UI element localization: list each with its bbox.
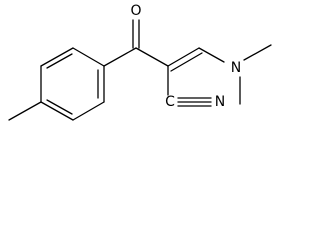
n-methyl-bond-1: [243, 44, 272, 61]
oxygen-label: O: [130, 3, 141, 19]
nitrile-nitrogen-label: N: [215, 94, 225, 110]
vinyl-nitrogen-bond: [198, 47, 225, 63]
ring-bond-2: [40, 47, 74, 67]
ring-bond-4: [40, 101, 74, 121]
aryl-carbonyl-bond: [103, 47, 137, 67]
ring-inner-double-1: [46, 53, 73, 69]
alkene-bond-a: [167, 47, 200, 67]
amine-nitrogen-label: N: [231, 60, 241, 76]
benzene-ring: [40, 47, 105, 121]
ring-bond-1: [72, 47, 105, 67]
alkene-bond-b: [170, 52, 203, 72]
carbonyl-alpha-bond: [135, 47, 169, 67]
ring-inner-double-2: [46, 99, 73, 115]
nitrile-carbon-label: C: [165, 94, 175, 110]
ring-bond-5: [72, 101, 105, 121]
methyl-bond: [8, 101, 42, 121]
chemical-structure-diagram: O N C N: [8, 3, 272, 121]
